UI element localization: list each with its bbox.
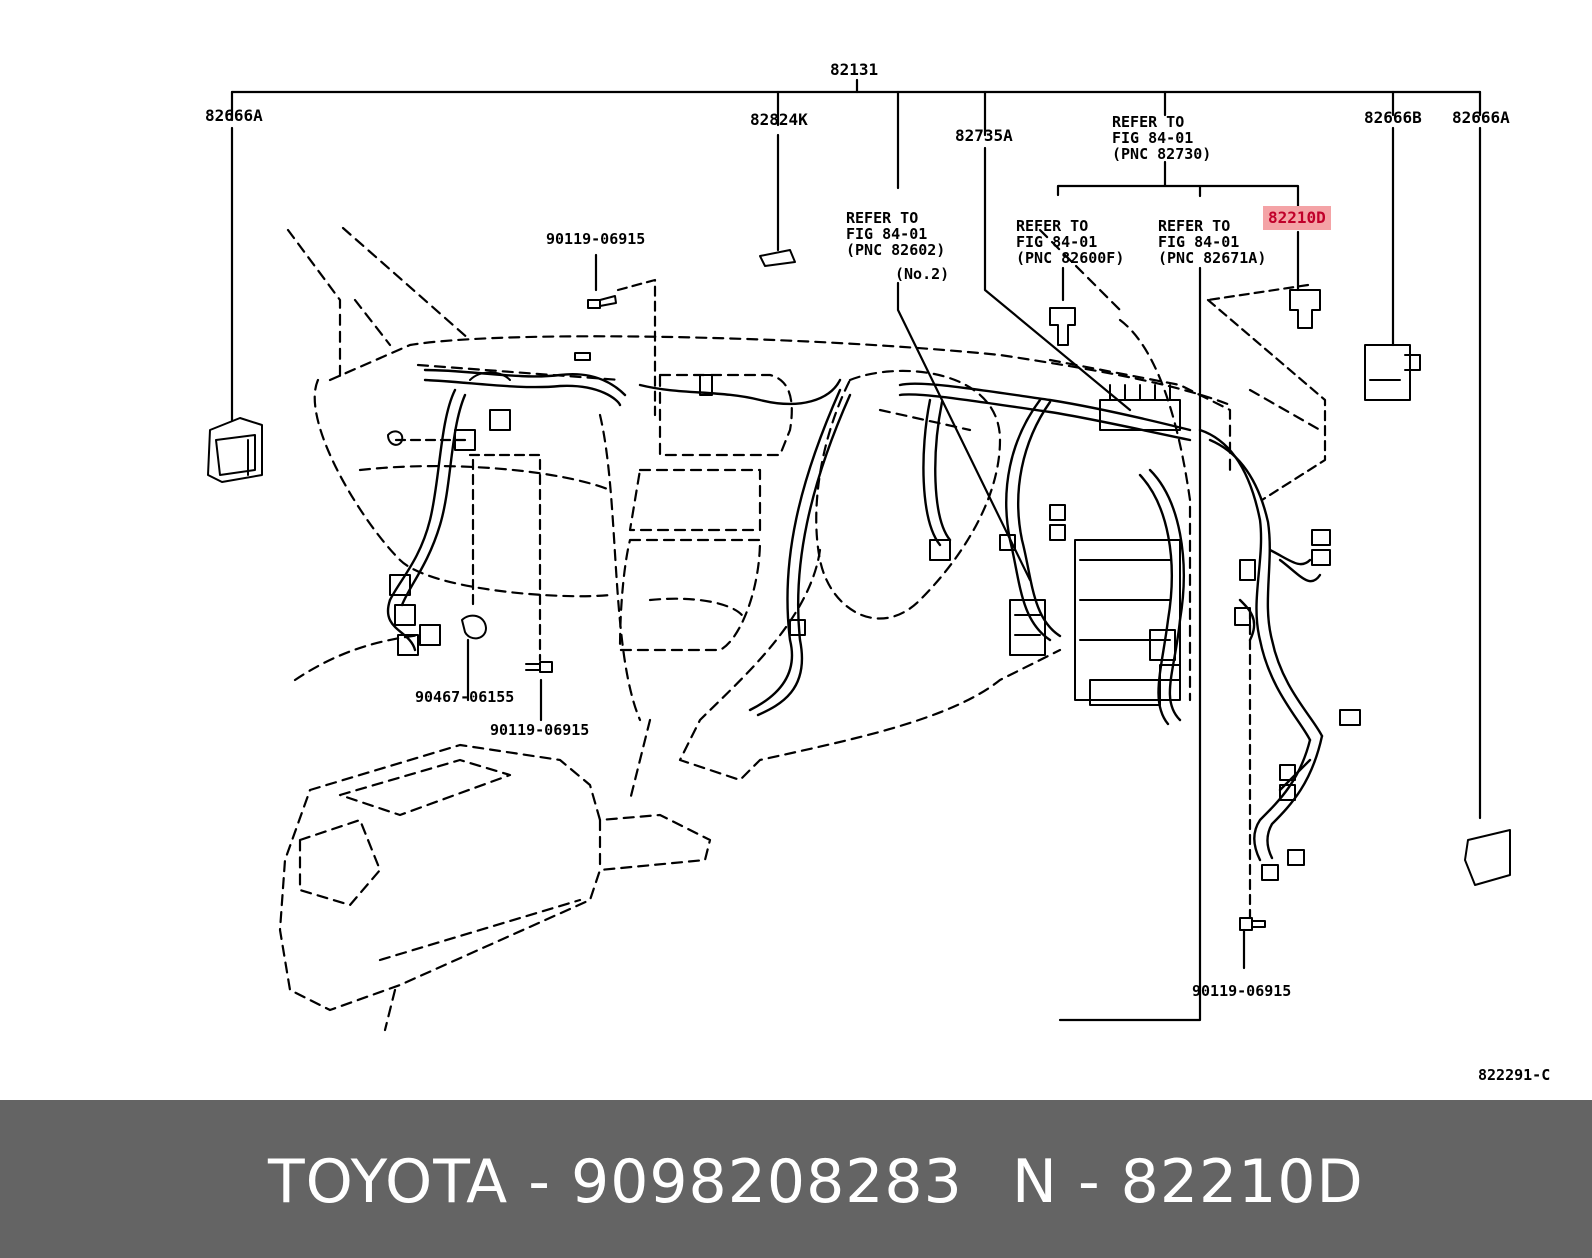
label-82824K: 82824K	[750, 110, 808, 129]
connectors-center	[789, 504, 1066, 636]
connector-center-right	[1149, 629, 1181, 681]
clip-dash-top	[699, 374, 713, 396]
bolt-right	[1239, 917, 1266, 931]
label-refer-82600F: REFER TO FIG 84-01 (PNC 82600F)	[1016, 217, 1125, 267]
module-82666B	[1364, 344, 1421, 401]
label-82210D-highlighted[interactable]: 82210D	[1263, 206, 1331, 230]
clip-82824K	[759, 249, 796, 267]
bolt-top	[587, 295, 617, 309]
connector-82600F	[1049, 307, 1076, 346]
bolt-mid	[525, 661, 553, 673]
connector-pair-left	[389, 574, 441, 656]
connectors-right-harness	[1234, 529, 1361, 881]
label-refer-82730: REFER TO FIG 84-01 (PNC 82730)	[1112, 113, 1212, 163]
label-refer-82602-no2: (No.2)	[895, 265, 950, 283]
clip-dash-left	[574, 352, 591, 361]
dashed-leaders	[394, 278, 1327, 920]
part-info-footer: TOYOTA - 9098208283 N - 82210D	[0, 1100, 1592, 1258]
junction-block	[1099, 384, 1181, 431]
dashboard-outline	[286, 226, 1322, 782]
label-clip-90467: 90467-06155	[415, 688, 515, 706]
connector-82210D	[1289, 289, 1321, 329]
label-bolt-top: 90119-06915	[546, 230, 646, 248]
label-bolt-mid: 90119-06915	[490, 721, 590, 739]
clip-90467	[461, 614, 487, 640]
label-82666A-left: 82666A	[205, 106, 263, 125]
label-82735A: 82735A	[955, 126, 1013, 145]
part-number-text: TOYOTA - 9098208283	[268, 1147, 963, 1217]
label-refer-82671A: REFER TO FIG 84-01 (PNC 82671A)	[1158, 217, 1267, 267]
wiring-harness-drawing	[207, 78, 1511, 1032]
center-console	[278, 718, 712, 1032]
label-82131: 82131	[830, 60, 879, 79]
components	[207, 249, 1511, 931]
wire-harness	[386, 368, 1324, 862]
connector-top-left	[454, 371, 511, 451]
label-82666A-right: 82666A	[1452, 108, 1510, 127]
label-bolt-right: 90119-06915	[1192, 982, 1292, 1000]
clip-left-pivot	[387, 430, 404, 446]
bracket-82666A-left	[207, 417, 263, 483]
label-refer-82602: REFER TO FIG 84-01 (PNC 82602)	[846, 209, 946, 259]
relay-box-small	[1009, 599, 1046, 656]
leader-lines	[230, 78, 1482, 1022]
relay-block	[1074, 539, 1181, 706]
figure-code: 822291-C	[1478, 1066, 1551, 1084]
label-82666B: 82666B	[1364, 108, 1422, 127]
bracket-82666A-right	[1464, 829, 1511, 886]
parts-diagram: 82131 82666A 82824K 82735A REFER TO FIG …	[205, 60, 1551, 1084]
reference-number-text: N - 82210D	[1012, 1147, 1364, 1217]
